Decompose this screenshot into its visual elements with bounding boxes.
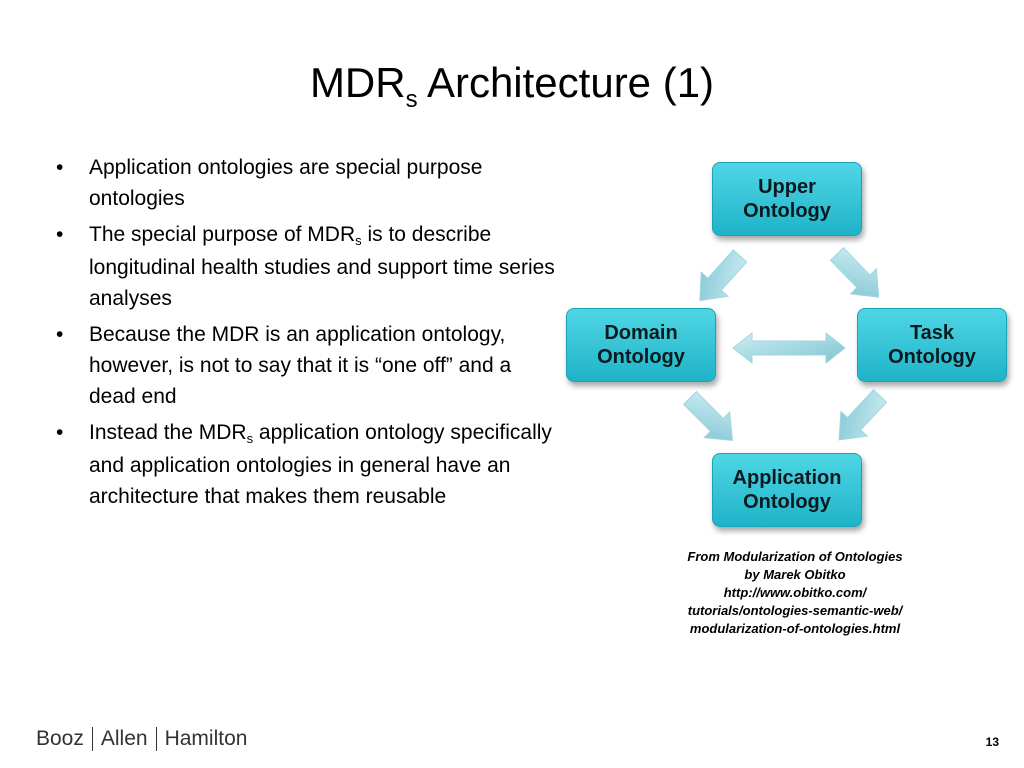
arrow-domain-task-bidirectional <box>732 331 846 365</box>
bullet-subscript: s <box>246 431 254 446</box>
node-upper-ontology: Upper Ontology <box>712 162 862 236</box>
title-main: MDR <box>309 59 406 106</box>
credit-link[interactable]: modularization-of-ontologies.html <box>689 621 901 636</box>
node-domain-ontology: Domain Ontology <box>566 308 716 382</box>
logo-word: Booz <box>36 727 84 750</box>
bullet-text: Instead the MDR <box>89 421 247 444</box>
credit-line: by Marek Obitko <box>744 567 846 582</box>
bullet-marker: • <box>56 156 64 179</box>
bullet-text: application ontology specifically and ap… <box>89 421 552 508</box>
bullet-text: is to describe longitudinal health studi… <box>89 223 555 310</box>
bullet-marker: • <box>56 421 64 444</box>
credit-line: From Modularization of Ontologies <box>687 549 903 564</box>
bullet-item: • Because the MDR is an application ontol… <box>56 319 556 412</box>
title-subscript: s <box>405 86 418 113</box>
logo-divider <box>155 727 157 752</box>
bullet-marker: • <box>56 323 64 346</box>
bullet-subscript: s <box>355 233 362 248</box>
bullet-item: • Instead the MDRs application ontology s… <box>56 417 556 512</box>
bullet-list: • Application ontologies are special purp… <box>56 152 556 517</box>
logo-word: Hamilton <box>164 727 248 750</box>
credit-link[interactable]: http://www.obitko.com/ <box>723 585 867 600</box>
page-number: 13 <box>985 735 999 749</box>
arrow-upper-to-domain <box>699 249 748 302</box>
bullet-item: • Application ontologies are special purp… <box>56 152 556 214</box>
node-task-ontology: Task Ontology <box>857 308 1007 382</box>
arrow-task-to-application <box>838 389 888 441</box>
bullet-text: The special purpose of MDR <box>89 223 356 246</box>
bullet-item: • The special purpose of MDRs is to descr… <box>56 219 556 314</box>
node-application-ontology: Application Ontology <box>712 453 862 527</box>
credit-link[interactable]: tutorials/ontologies-semantic-web/ <box>687 603 903 618</box>
arrow-upper-to-task <box>829 247 880 298</box>
logo-word: Allen <box>100 727 148 750</box>
bullet-marker: • <box>56 223 64 246</box>
bullet-text: Application ontologies are special purpo… <box>89 156 483 210</box>
arrow-domain-to-application <box>682 390 733 441</box>
title-rest: Architecture (1) <box>417 59 715 106</box>
source-credit: From Modularization of Ontologies by Mar… <box>640 548 950 638</box>
slide-title: MDRs Architecture (1) <box>0 58 1024 115</box>
company-logo: Booz Allen Hamilton <box>36 727 248 752</box>
logo-divider <box>91 727 93 752</box>
bullet-text: Because the MDR is an application ontolo… <box>89 323 512 408</box>
